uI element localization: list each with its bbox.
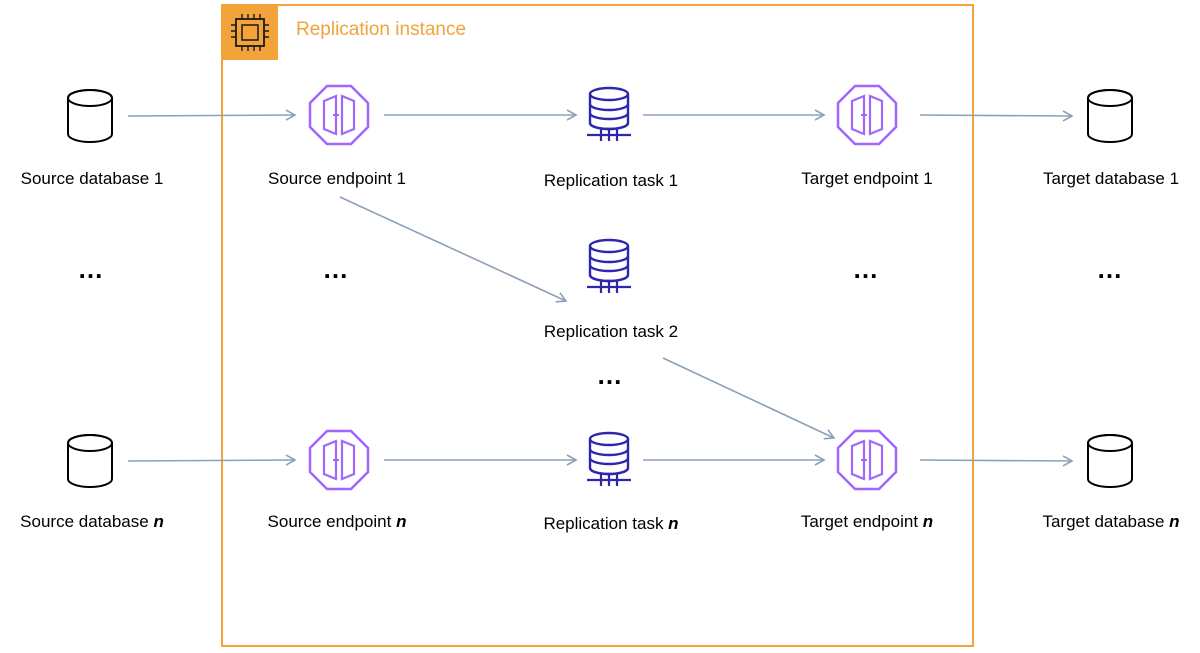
replication-task-n-label: Replication task n xyxy=(543,514,679,533)
replication-task-1-label: Replication task 1 xyxy=(543,171,679,190)
replication-task-n-icon xyxy=(585,431,633,488)
target-endpoint-1-label: Target endpoint 1 xyxy=(801,169,933,188)
source-endpoint-n-label: Source endpoint n xyxy=(267,512,407,531)
ellipsis-source-ep: … xyxy=(322,254,352,284)
target-database-1-icon xyxy=(1087,89,1133,143)
ellipsis-source-db: … xyxy=(77,254,107,284)
target-endpoint-n-icon xyxy=(836,429,898,491)
source-database-1-icon xyxy=(67,89,113,143)
ellipsis-target-ep: … xyxy=(852,254,882,284)
arrow-sep1-task2 xyxy=(339,196,568,303)
source-endpoint-n-icon xyxy=(308,429,370,491)
arrow-tep1-tdb1 xyxy=(919,110,1074,122)
replication-task-2-icon xyxy=(585,238,633,295)
target-database-n-icon xyxy=(1087,434,1133,488)
arrow-tepn-tdbn xyxy=(919,455,1074,467)
replication-task-2-label: Replication task 2 xyxy=(543,322,679,341)
ellipsis-task: … xyxy=(596,360,626,390)
target-endpoint-n-label: Target endpoint n xyxy=(800,512,934,531)
source-database-n-icon xyxy=(67,434,113,488)
instance-chip-icon xyxy=(222,5,278,60)
arrow-task2-tepn xyxy=(662,357,836,440)
connection-arrows xyxy=(127,109,1074,467)
ellipsis-target-db: … xyxy=(1096,254,1126,284)
arrow-sdbn-sepn xyxy=(127,454,297,466)
target-database-1-label: Target database 1 xyxy=(1042,169,1180,188)
arrow-sdb1-sep1 xyxy=(127,109,297,121)
source-database-n-label: Source database n xyxy=(20,512,164,531)
target-database-n-label: Target database n xyxy=(1042,512,1180,531)
source-endpoint-1-icon xyxy=(308,84,370,146)
replication-task-1-icon xyxy=(585,86,633,143)
replication-instance-label: Replication instance xyxy=(296,19,467,40)
source-database-1-label: Source database 1 xyxy=(20,169,164,188)
replication-instance-box xyxy=(221,4,974,647)
target-endpoint-1-icon xyxy=(836,84,898,146)
source-endpoint-1-label: Source endpoint 1 xyxy=(268,169,406,188)
